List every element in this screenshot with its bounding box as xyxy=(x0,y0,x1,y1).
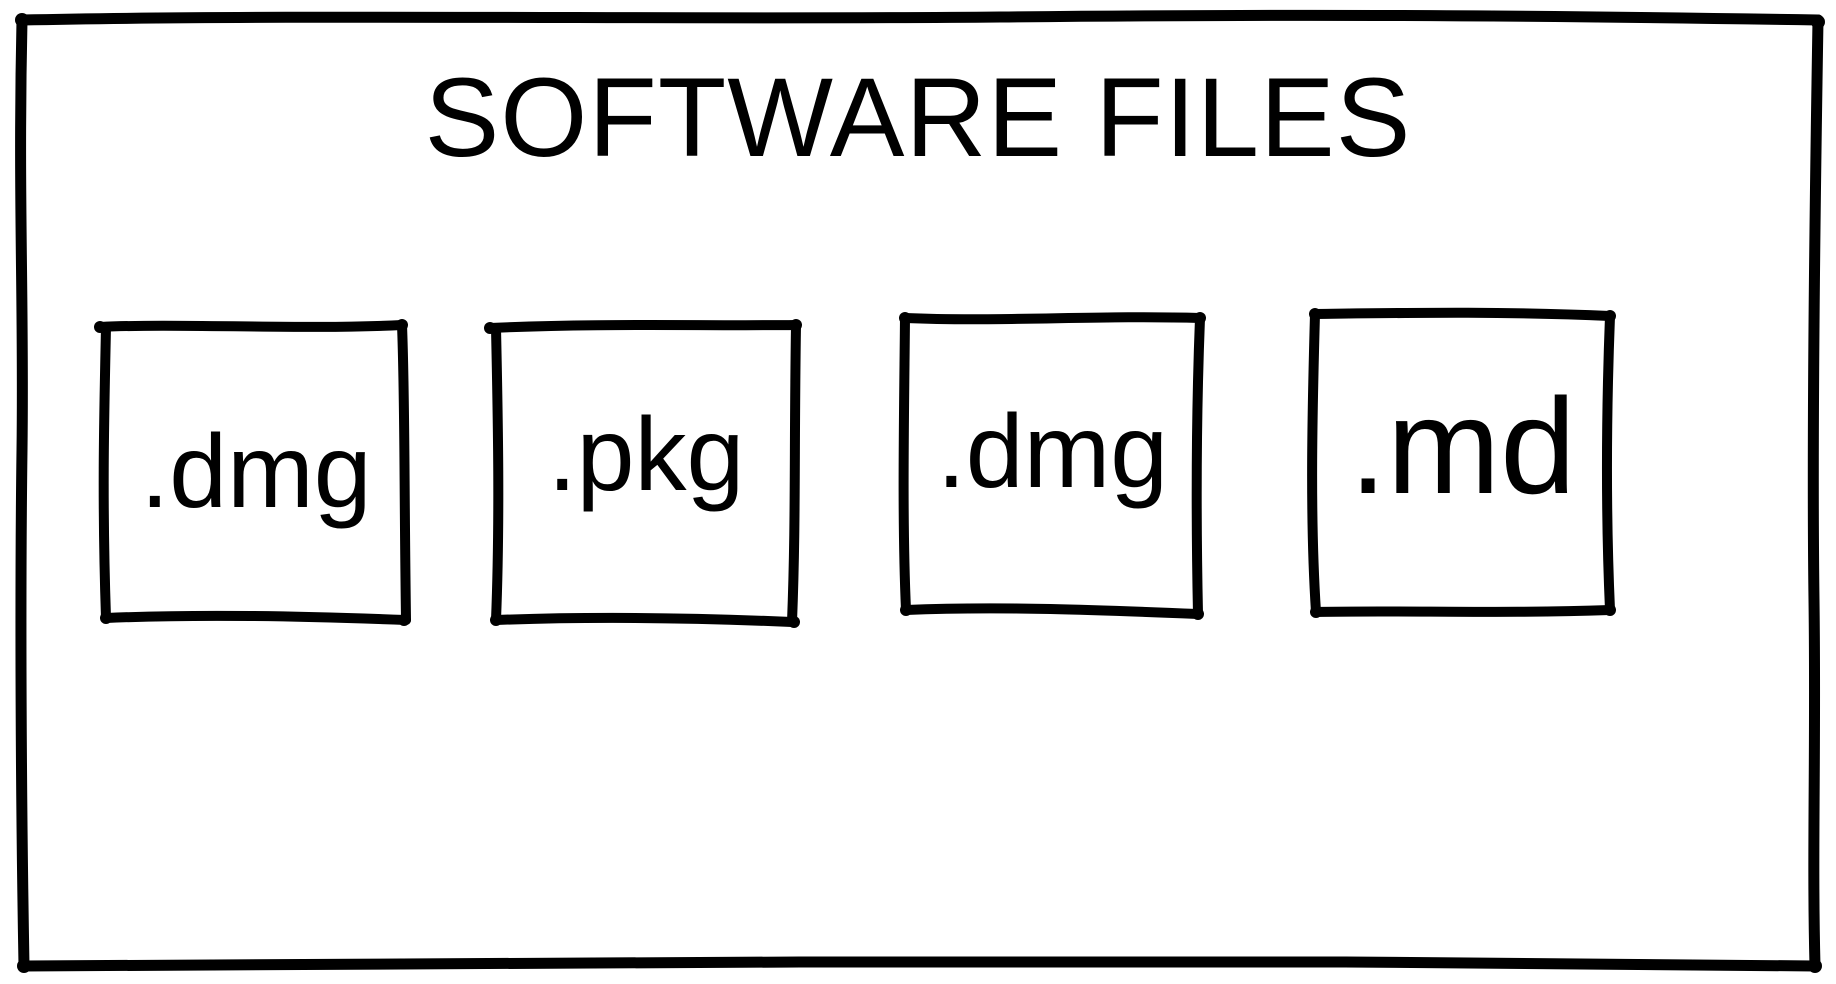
file-box-2 xyxy=(484,319,802,628)
file-label-3: .dmg xyxy=(936,394,1169,510)
container-frame xyxy=(15,9,1825,973)
file-box-4 xyxy=(1307,307,1616,618)
file-label-2: .pkg xyxy=(547,397,745,513)
file-box-1 xyxy=(94,319,411,626)
file-label-1: .dmg xyxy=(140,414,372,530)
file-box-3 xyxy=(898,312,1206,620)
file-label-4: .md xyxy=(1349,370,1576,522)
diagram-title: SOFTWARE FILES xyxy=(424,55,1412,180)
